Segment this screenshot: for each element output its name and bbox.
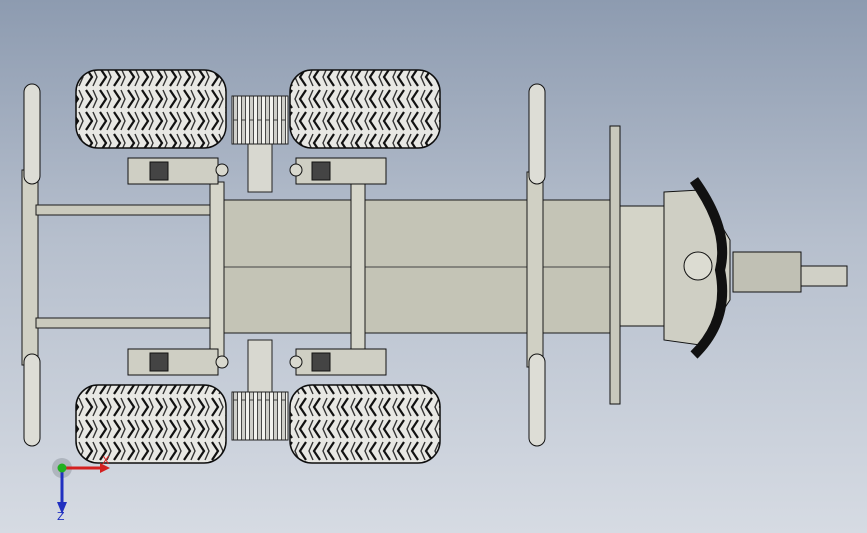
chain-drives[interactable] <box>231 95 289 441</box>
tire-rear-left-bottom[interactable] <box>75 384 227 464</box>
left-narrow-wheels[interactable] <box>23 83 546 447</box>
front-assembly[interactable] <box>609 125 848 405</box>
orientation-triad: X Z <box>52 454 110 522</box>
rear-crossbar-left[interactable] <box>21 169 39 366</box>
front-dashboard-plate[interactable] <box>609 125 621 405</box>
tow-hitch[interactable] <box>732 251 802 293</box>
side-rail-top[interactable] <box>35 204 217 216</box>
tire-front-left-top[interactable] <box>289 69 441 149</box>
side-rail-bottom[interactable] <box>35 317 217 329</box>
x-axis-label: X <box>102 454 110 467</box>
z-axis-label: Z <box>57 510 65 522</box>
frame[interactable] <box>21 169 621 368</box>
middle-crossbar-1[interactable] <box>209 181 225 358</box>
tire-front-left-bottom[interactable] <box>289 384 441 464</box>
tire-rear-left-top[interactable] <box>75 69 227 149</box>
tires[interactable] <box>75 69 441 464</box>
middle-crossbar-2[interactable] <box>350 181 366 358</box>
suspension-brackets[interactable] <box>127 157 387 376</box>
y-axis-dot <box>57 463 67 473</box>
front-crossbar[interactable] <box>526 171 544 368</box>
